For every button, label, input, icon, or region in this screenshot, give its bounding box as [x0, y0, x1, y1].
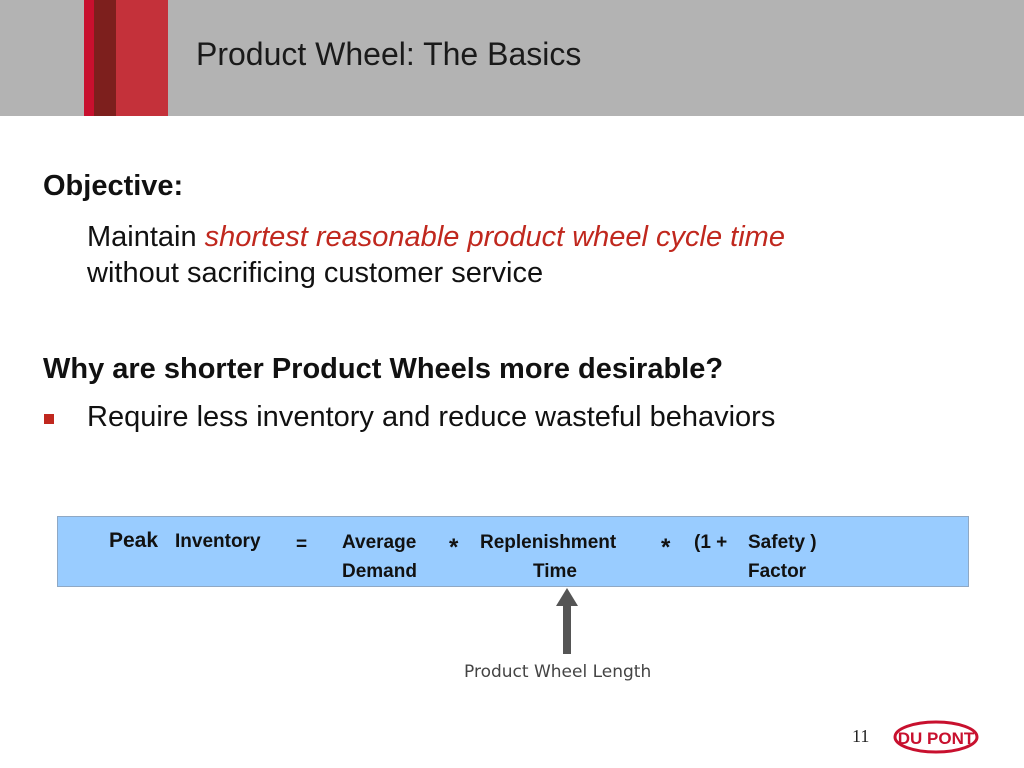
formula-demand: Demand: [342, 561, 417, 582]
formula-replenishment: Replenishment: [480, 532, 617, 553]
formula-peak: Peak: [109, 529, 159, 552]
logo-text: DU PONT: [898, 729, 975, 748]
formula-box: Peak Inventory = Average Demand * Replen…: [57, 516, 969, 587]
logo-oval: [893, 720, 979, 754]
objective-text: Maintain shortest reasonable product whe…: [87, 219, 997, 291]
formula-time: Time: [533, 561, 578, 582]
bullet-item: Require less inventory and reduce wastef…: [87, 401, 776, 433]
header-stripe-light-red: [116, 0, 168, 116]
formula-safety: Safety ): [748, 532, 817, 553]
header-stripe-dark-red: [94, 0, 116, 116]
slide-header: Product Wheel: The Basics: [0, 0, 1024, 116]
why-heading: Why are shorter Product Wheels more desi…: [43, 353, 724, 385]
objective-text-prefix: Maintain: [87, 221, 205, 253]
objective-text-highlight: shortest reasonable product wheel cycle …: [204, 221, 785, 253]
formula-equals: =: [296, 534, 308, 555]
arrow-shaft: [563, 604, 571, 654]
objective-heading: Objective:: [43, 170, 184, 202]
page-number: 11: [852, 726, 870, 746]
header-stripe-red: [84, 0, 94, 116]
arrow-up-icon: [556, 588, 578, 606]
formula-multiply-2: *: [661, 534, 671, 561]
dupont-logo-icon: DU PONT: [893, 720, 979, 754]
arrow-label: Product Wheel Length: [464, 662, 652, 682]
formula-one-plus: (1 +: [694, 532, 728, 553]
formula-inventory: Inventory: [175, 531, 261, 552]
objective-text-suffix: without sacrificing customer service: [87, 257, 544, 289]
formula-average: Average: [342, 532, 417, 553]
formula-multiply-1: *: [449, 534, 459, 561]
formula-factor: Factor: [748, 561, 807, 582]
bullet-square-icon: [44, 414, 54, 424]
slide-title: Product Wheel: The Basics: [196, 36, 582, 72]
